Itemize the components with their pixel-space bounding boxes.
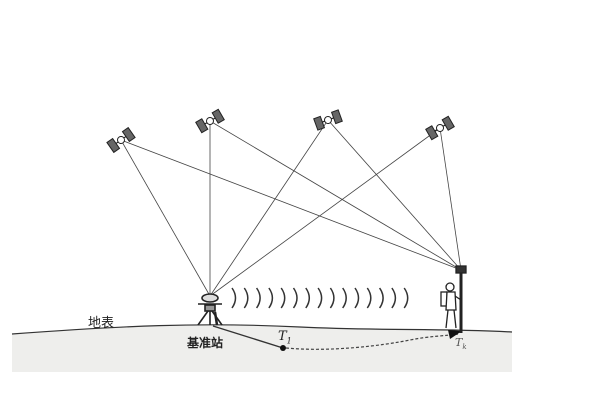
radio-wave-arc: [317, 287, 323, 309]
point-t1-marker: [280, 345, 286, 351]
signal-line-base: [209, 119, 329, 297]
radio-wave-arc: [243, 287, 249, 309]
signal-line-base: [120, 139, 211, 297]
signal-line-base: [209, 127, 441, 297]
satellite-icon: [425, 115, 455, 141]
radio-wave-arc: [268, 287, 274, 309]
satellite-icon: [313, 109, 343, 131]
arrow-head-icon: [448, 330, 462, 339]
signal-lines: [120, 119, 462, 297]
radio-wave-arc: [255, 287, 261, 309]
radio-wave-arc: [292, 287, 298, 309]
satellite-icon: [195, 108, 225, 134]
signal-line-rover: [327, 119, 462, 271]
point-t1-label: T1: [278, 329, 292, 346]
signal-line-rover: [439, 127, 462, 271]
radio-wave-arc: [342, 287, 347, 309]
satellites: [106, 108, 455, 154]
signal-line-rover: [120, 139, 462, 271]
rover-dashed-path: [285, 333, 459, 350]
point-t1-subscript: 1: [286, 336, 292, 346]
point-tk-subscript: k: [462, 343, 467, 352]
radio-wave-arc: [378, 287, 384, 309]
surface-label: 地表: [88, 316, 115, 331]
rover-surveyor-icon: [440, 265, 467, 333]
base-station-icon: [197, 293, 223, 326]
radio-wave-arc: [354, 287, 360, 309]
radio-wave-arc: [366, 287, 372, 309]
signal-line-rover: [209, 120, 462, 271]
ground-surface-line: [11, 324, 513, 335]
radio-link-waves: [231, 287, 409, 309]
radio-wave-arc: [231, 287, 237, 309]
satellite-icon: [106, 126, 136, 154]
radio-wave-arc: [305, 287, 311, 309]
point-tk-letter: T: [455, 336, 463, 349]
point-t1-letter: T: [278, 329, 287, 344]
point-tk-label: Tk: [455, 336, 467, 351]
ground-fill: [12, 324, 512, 372]
radio-wave-arc: [391, 287, 397, 309]
base-station-label: 基准站: [187, 336, 224, 350]
base-to-t1-line: [212, 325, 284, 349]
radio-wave-arc: [329, 287, 335, 309]
radio-wave-arc: [403, 287, 409, 309]
radio-wave-arc: [280, 287, 286, 309]
